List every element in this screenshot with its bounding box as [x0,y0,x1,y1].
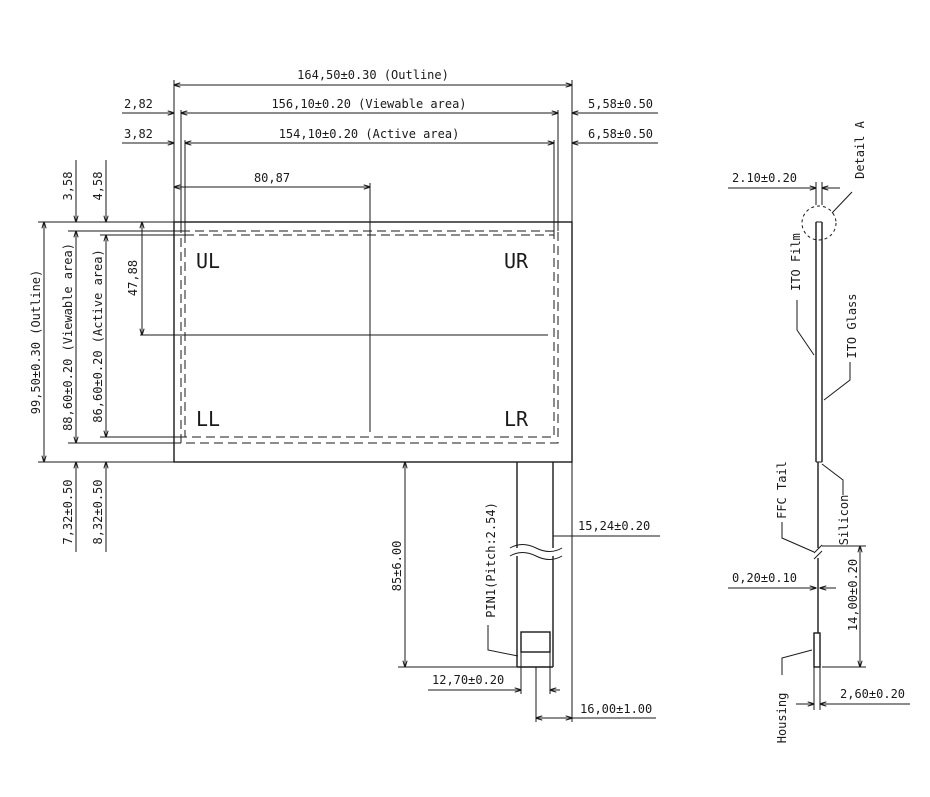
dim-viewable-width: 156,10±0.20 (Viewable area) [271,97,466,111]
housing-rect [813,632,821,668]
ito-glass-label: ITO Glass [845,293,859,358]
dim-ffc-thickness: 0,20±0.10 [732,571,797,585]
dim-housing-thickness: 2,60±0.20 [840,687,905,701]
silicon-label: Silicon [837,495,851,546]
dim-tail-offset: 15,24±0.20 [578,519,650,533]
detail-a-circle [801,205,837,241]
dim-tail-width: 16,00±1.00 [580,702,652,716]
break-line-lower [509,552,563,560]
corner-label-ul: UL [196,249,220,273]
dim-top-view-gap: 3,58 [61,172,75,201]
corner-label-lr: LR [504,407,529,431]
dim-outline-width: 164,50±0.30 (Outline) [297,68,449,82]
dim-outline-height: 99,50±0.30 (Outline) [29,270,43,415]
dim-viewable-height: 88,60±0.20 (Viewable area) [61,243,75,431]
break-line-upper [509,544,563,552]
ffc-tail-label: FFC Tail [775,461,789,519]
dim-bottom-view-gap: 7,32±0.50 [61,479,75,544]
dim-right-view-gap: 5,58±0.50 [588,97,653,111]
dim-active-height: 86,60±0.20 (Active area) [91,249,105,422]
ito-film-label: ITO Film [789,233,803,291]
pin1-label: PIN1(Pitch:2.54) [484,502,498,618]
dim-connector-width: 12,70±0.20 [432,673,504,687]
dim-bottom-active-gap: 8,32±0.50 [91,479,105,544]
dim-center-y: 47,88 [126,260,140,296]
fpc-tail: 85±6.00 PIN1(Pitch:2.54) 15,24±0.20 12,7… [390,462,660,722]
dim-active-width: 154,10±0.20 (Active area) [279,127,460,141]
detail-a-label: Detail A [853,120,867,179]
outline-rect [173,221,573,463]
front-view: UL UR LL LR 164,50±0.30 (Outline) 156,10… [29,68,658,552]
dim-tail-length: 85±6.00 [390,541,404,592]
dim-right-active-gap: 6,58±0.50 [588,127,653,141]
corner-label-ur: UR [504,249,529,273]
dim-center-x: 80,87 [254,171,290,185]
housing-label: Housing [775,693,789,744]
connector-pad [520,631,551,653]
side-view: Detail A 2.10±0.20 ITO Film ITO Glass Si… [728,120,910,743]
dim-left-view-gap: 2,82 [124,97,153,111]
corner-label-ll: LL [196,407,220,431]
dim-thickness-top: 2.10±0.20 [732,171,797,185]
dim-left-active-gap: 3,82 [124,127,153,141]
dim-ffc-length: 14,00±0.20 [846,559,860,631]
dim-top-active-gap: 4,58 [91,172,105,201]
